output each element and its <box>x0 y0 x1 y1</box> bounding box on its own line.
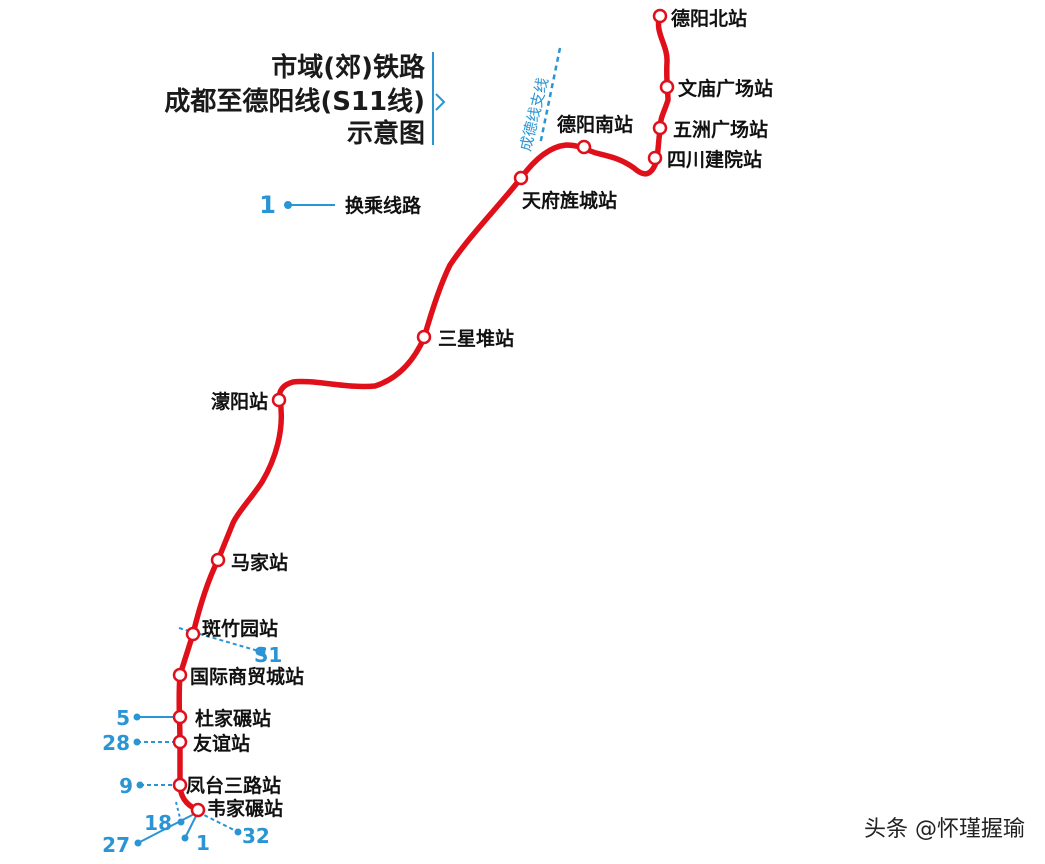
station-dujianian[interactable]: 杜家碾站 <box>172 707 271 730</box>
station-label: 文庙广场站 <box>678 77 773 100</box>
station-majia[interactable]: 马家站 <box>210 551 288 574</box>
station-label: 斑竹园站 <box>202 617 278 640</box>
legend-number: 1 <box>259 191 276 219</box>
branch-line-dashed <box>538 47 562 146</box>
station-tianfu-jingcheng[interactable]: 天府旌城站 <box>513 170 617 212</box>
station-label: 五洲广场站 <box>673 118 768 141</box>
station-banzhuyuan[interactable]: 斑竹园站 <box>185 617 278 642</box>
transfer-dot-icon <box>234 828 242 836</box>
station-label: 天府旌城站 <box>522 189 617 212</box>
station-weijianian[interactable]: 韦家碾站 <box>190 797 283 820</box>
station-label: 四川建院站 <box>667 148 762 171</box>
station-marker-icon <box>172 777 188 793</box>
transfer-label-s1: S1 <box>254 643 282 667</box>
transfer-line-27 <box>137 811 199 844</box>
station-marker-icon <box>513 170 529 186</box>
transfer-label-18: 18 <box>144 811 172 835</box>
station-deyang-south[interactable]: 德阳南站 <box>557 113 633 155</box>
station-marker-icon <box>659 79 675 95</box>
map-title-line2: 成都至德阳线(S11线) <box>164 87 425 117</box>
map-title-line3: 示意图 <box>347 118 425 149</box>
watermark-text: 头条 @怀瑾握瑜 <box>864 817 1025 842</box>
station-marker-icon <box>647 150 663 166</box>
station-fengtai-3rd-road[interactable]: 凤台三路站 <box>172 774 281 797</box>
station-wenmiao-square[interactable]: 文庙广场站 <box>659 77 773 100</box>
station-label: 友谊站 <box>193 732 250 755</box>
legend-label: 换乘线路 <box>345 194 422 217</box>
transfer-dot-icon <box>134 839 142 847</box>
station-label: 德阳南站 <box>557 113 633 136</box>
station-label: 凤台三路站 <box>186 774 281 797</box>
transfer-dot-icon <box>133 738 141 746</box>
transfer-dot-icon <box>133 713 141 721</box>
transfer-label-32: 32 <box>242 824 270 848</box>
transfer-dot-icon <box>181 834 189 842</box>
transfer-label-9: 9 <box>119 774 133 798</box>
station-sichuan-jianyuan[interactable]: 四川建院站 <box>647 148 762 171</box>
station-label: 韦家碾站 <box>207 797 283 820</box>
station-label: 三星堆站 <box>438 327 514 350</box>
station-label: 德阳北站 <box>671 7 747 30</box>
transfer-label-1: 1 <box>196 831 210 855</box>
station-marker-icon <box>210 552 226 568</box>
station-marker-icon <box>172 709 188 725</box>
transfer-label-5: 5 <box>116 706 130 730</box>
transfer-dot-icon <box>258 648 266 656</box>
title-bracket-chevron-icon <box>435 93 446 111</box>
station-wuzhou-square[interactable]: 五洲广场站 <box>652 118 768 141</box>
station-marker-icon <box>271 392 287 408</box>
station-marker-icon <box>190 802 206 818</box>
station-label: 马家站 <box>231 551 288 574</box>
station-marker-icon <box>652 8 668 24</box>
transfer-dot-icon <box>177 818 185 826</box>
station-intl-trade-city[interactable]: 国际商贸城站 <box>172 665 304 688</box>
transfer-dots <box>133 648 266 847</box>
station-marker-icon <box>652 120 668 136</box>
station-marker-icon <box>416 329 432 345</box>
station-marker-icon <box>185 626 201 642</box>
transfer-label-27: 27 <box>102 833 130 857</box>
station-dehyang-north[interactable]: 德阳北站 <box>652 7 747 30</box>
station-label: 国际商贸城站 <box>190 665 304 688</box>
transfer-line-32 <box>197 811 239 833</box>
map-title-line1: 市域(郊)铁路 <box>271 52 426 83</box>
station-label: 杜家碾站 <box>195 707 271 730</box>
station-youyi[interactable]: 友谊站 <box>172 732 250 755</box>
station-sanxingdui[interactable]: 三星堆站 <box>416 327 514 350</box>
station-label: 濛阳站 <box>211 390 268 413</box>
station-marker-icon <box>172 734 188 750</box>
station-marker-icon <box>576 139 592 155</box>
transfer-label-28: 28 <box>102 731 130 755</box>
station-mengyang[interactable]: 濛阳站 <box>211 390 287 413</box>
station-marker-icon <box>172 667 188 683</box>
transfer-dot-icon <box>136 781 144 789</box>
